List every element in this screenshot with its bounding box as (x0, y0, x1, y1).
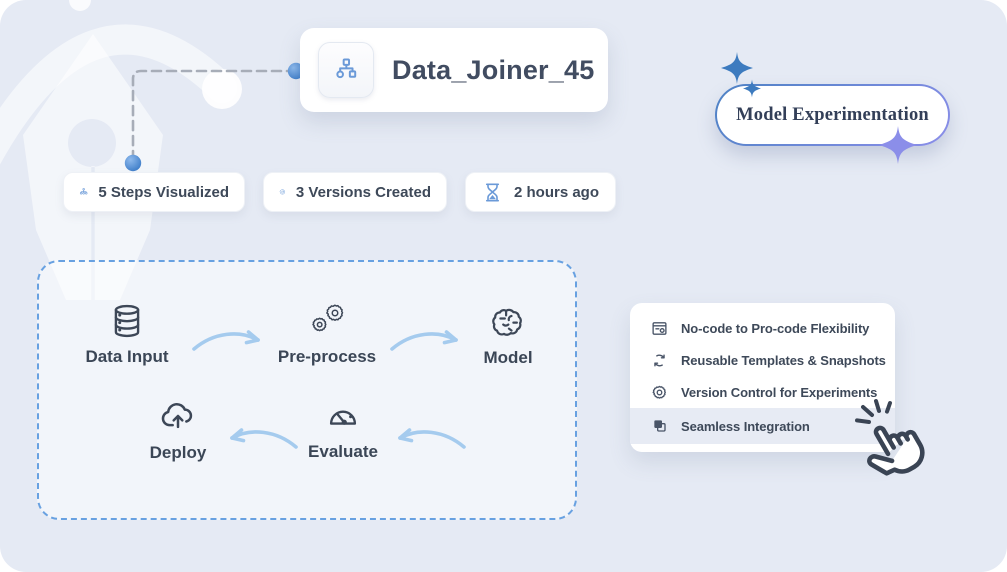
workspace-node-card[interactable]: Data_Joiner_45 (300, 28, 608, 112)
pipeline-panel (37, 260, 577, 520)
feature-label: Version Control for Experiments (681, 384, 878, 400)
sync-icon (651, 352, 668, 369)
feature-item-version-control[interactable]: Version Control for Experiments (630, 376, 895, 408)
connector-dot-start (124, 154, 142, 172)
cloud-upload-icon (161, 403, 193, 429)
steps-icon (79, 188, 88, 195)
arrow-left-icon (230, 428, 298, 449)
features-menu: No-code to Pro-code Flexibility Reusable… (630, 303, 895, 452)
workspace-title: Data_Joiner_45 (392, 54, 595, 85)
app-window-icon (651, 320, 668, 337)
gear-icon (651, 384, 668, 401)
stat-badge-label: 5 Steps Visualized (98, 183, 229, 201)
gears-icon (307, 300, 347, 340)
step-label: Model (483, 348, 533, 367)
step-label: Evaluate (308, 442, 378, 461)
brain-icon (492, 308, 522, 336)
gauge-icon (329, 410, 357, 425)
stat-badge-label: 3 Versions Created (295, 183, 431, 201)
pipeline-step-evaluate: Evaluate (283, 397, 403, 462)
flow-icon (318, 42, 374, 98)
sparkle-icon (743, 79, 761, 98)
stat-badge-steps: 5 Steps Visualized (63, 172, 245, 212)
step-label: Deploy (149, 443, 207, 462)
step-label: Data Input (85, 347, 169, 366)
tag-label: Model Experimentation (736, 104, 929, 125)
stat-badge-time: 2 hours ago (465, 172, 616, 212)
sparkle-icon (879, 126, 917, 164)
arrow-right-icon (192, 330, 260, 351)
pipeline-step-pre-process: Pre-process (267, 300, 387, 367)
click-hand-icon (855, 399, 925, 476)
feature-item-integration[interactable]: Seamless Integration (630, 408, 895, 444)
feature-label: Seamless Integration (681, 418, 810, 434)
database-icon (114, 304, 140, 338)
arrow-right-icon (390, 330, 458, 351)
stat-badge-label: 2 hours ago (514, 183, 600, 201)
sparkle-icon (721, 52, 753, 84)
arrow-left-icon (398, 428, 466, 449)
pipeline-step-deploy: Deploy (128, 396, 228, 463)
tag-pill: Model Experimentation (715, 84, 950, 146)
hourglass-icon (485, 183, 500, 201)
versions-icon (279, 189, 286, 195)
stat-badge-versions: 3 Versions Created (263, 172, 447, 212)
feature-item-no-code[interactable]: No-code to Pro-code Flexibility (630, 312, 895, 344)
feature-item-templates[interactable]: Reusable Templates & Snapshots (630, 344, 895, 376)
copy-icon (651, 418, 668, 435)
feature-label: No-code to Pro-code Flexibility (681, 320, 870, 336)
pipeline-step-data-input: Data Input (77, 302, 177, 367)
feature-label: Reusable Templates & Snapshots (681, 352, 886, 368)
pipeline-step-model: Model (458, 303, 558, 368)
step-label: Pre-process (277, 347, 377, 366)
